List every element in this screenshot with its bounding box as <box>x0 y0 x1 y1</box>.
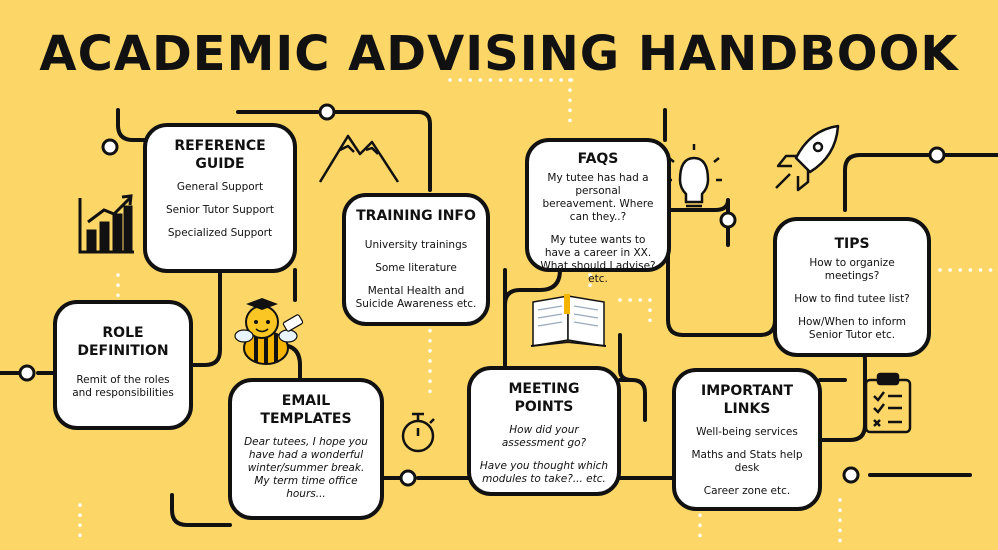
connector-nodes <box>18 103 946 487</box>
meeting-points-card: MEETING POINTS How did your assessment g… <box>467 366 621 496</box>
role-definition-heading: ROLE DEFINITION <box>77 325 169 359</box>
page-title: ACADEMIC ADVISING HANDBOOK <box>39 26 959 82</box>
list-item: Remit of the roles and responsibilities <box>72 374 174 399</box>
important-links-heading: IMPORTANT LINKS <box>700 383 794 417</box>
mountains-icon <box>318 134 400 183</box>
list-item: My tutee wants to have a career in XX. W… <box>540 234 656 285</box>
list-item: Well-being services <box>696 426 798 438</box>
rocket-icon <box>775 124 840 192</box>
list-item: University trainings <box>364 239 468 251</box>
email-templates-card: EMAIL TEMPLATES Dear tutees, I hope you … <box>228 378 384 520</box>
list-item: Senior Tutor Support <box>166 204 274 216</box>
list-item: Dear tutees, I hope you have had a wonde… <box>244 436 368 500</box>
bar-chart-icon <box>78 194 134 254</box>
list-item: My tutee has had a personal bereavement.… <box>542 172 654 223</box>
black-connector-lines <box>0 108 998 527</box>
light-bulb-icon <box>666 144 722 212</box>
faqs-card: FAQS My tutee has had a personal bereave… <box>525 138 671 285</box>
list-item: How to find tutee list? <box>794 293 910 305</box>
tips-card: TIPS How to organize meetings? How to fi… <box>773 217 931 357</box>
list-item: Maths and Stats help desk <box>691 449 803 474</box>
list-item: Have you thought which modules to take?.… <box>479 460 609 485</box>
faqs-heading: FAQS <box>577 151 619 167</box>
important-links-card: IMPORTANT LINKS Well-being services Math… <box>672 368 822 511</box>
list-item: How to organize meetings? <box>809 257 895 282</box>
training-info-card: TRAINING INFO University trainings Some … <box>342 193 490 326</box>
clipboard-checklist-icon <box>864 372 912 434</box>
role-definition-card: ROLE DEFINITION Remit of the roles and r… <box>53 300 193 430</box>
list-item: Some literature <box>375 262 457 274</box>
meeting-points-heading: MEETING POINTS <box>508 381 580 415</box>
list-item: Career zone etc. <box>703 485 791 497</box>
reference-guide-card: REFERENCE GUIDE General Support Senior T… <box>143 123 297 273</box>
email-templates-heading: EMAIL TEMPLATES <box>260 393 352 427</box>
tips-heading: TIPS <box>834 236 870 252</box>
bee-graduate-icon <box>234 298 304 365</box>
list-item: Mental Health and Suicide Awareness etc. <box>355 285 477 310</box>
list-item: General Support <box>176 181 264 193</box>
open-book-icon <box>530 294 607 347</box>
training-info-heading: TRAINING INFO <box>356 208 476 224</box>
list-item: How/When to inform Senior Tutor etc. <box>798 316 906 341</box>
stopwatch-icon <box>401 412 435 453</box>
list-item: How did your assessment go? <box>501 424 587 449</box>
reference-guide-heading: REFERENCE GUIDE <box>174 138 266 172</box>
list-item: Specialized Support <box>167 227 273 239</box>
